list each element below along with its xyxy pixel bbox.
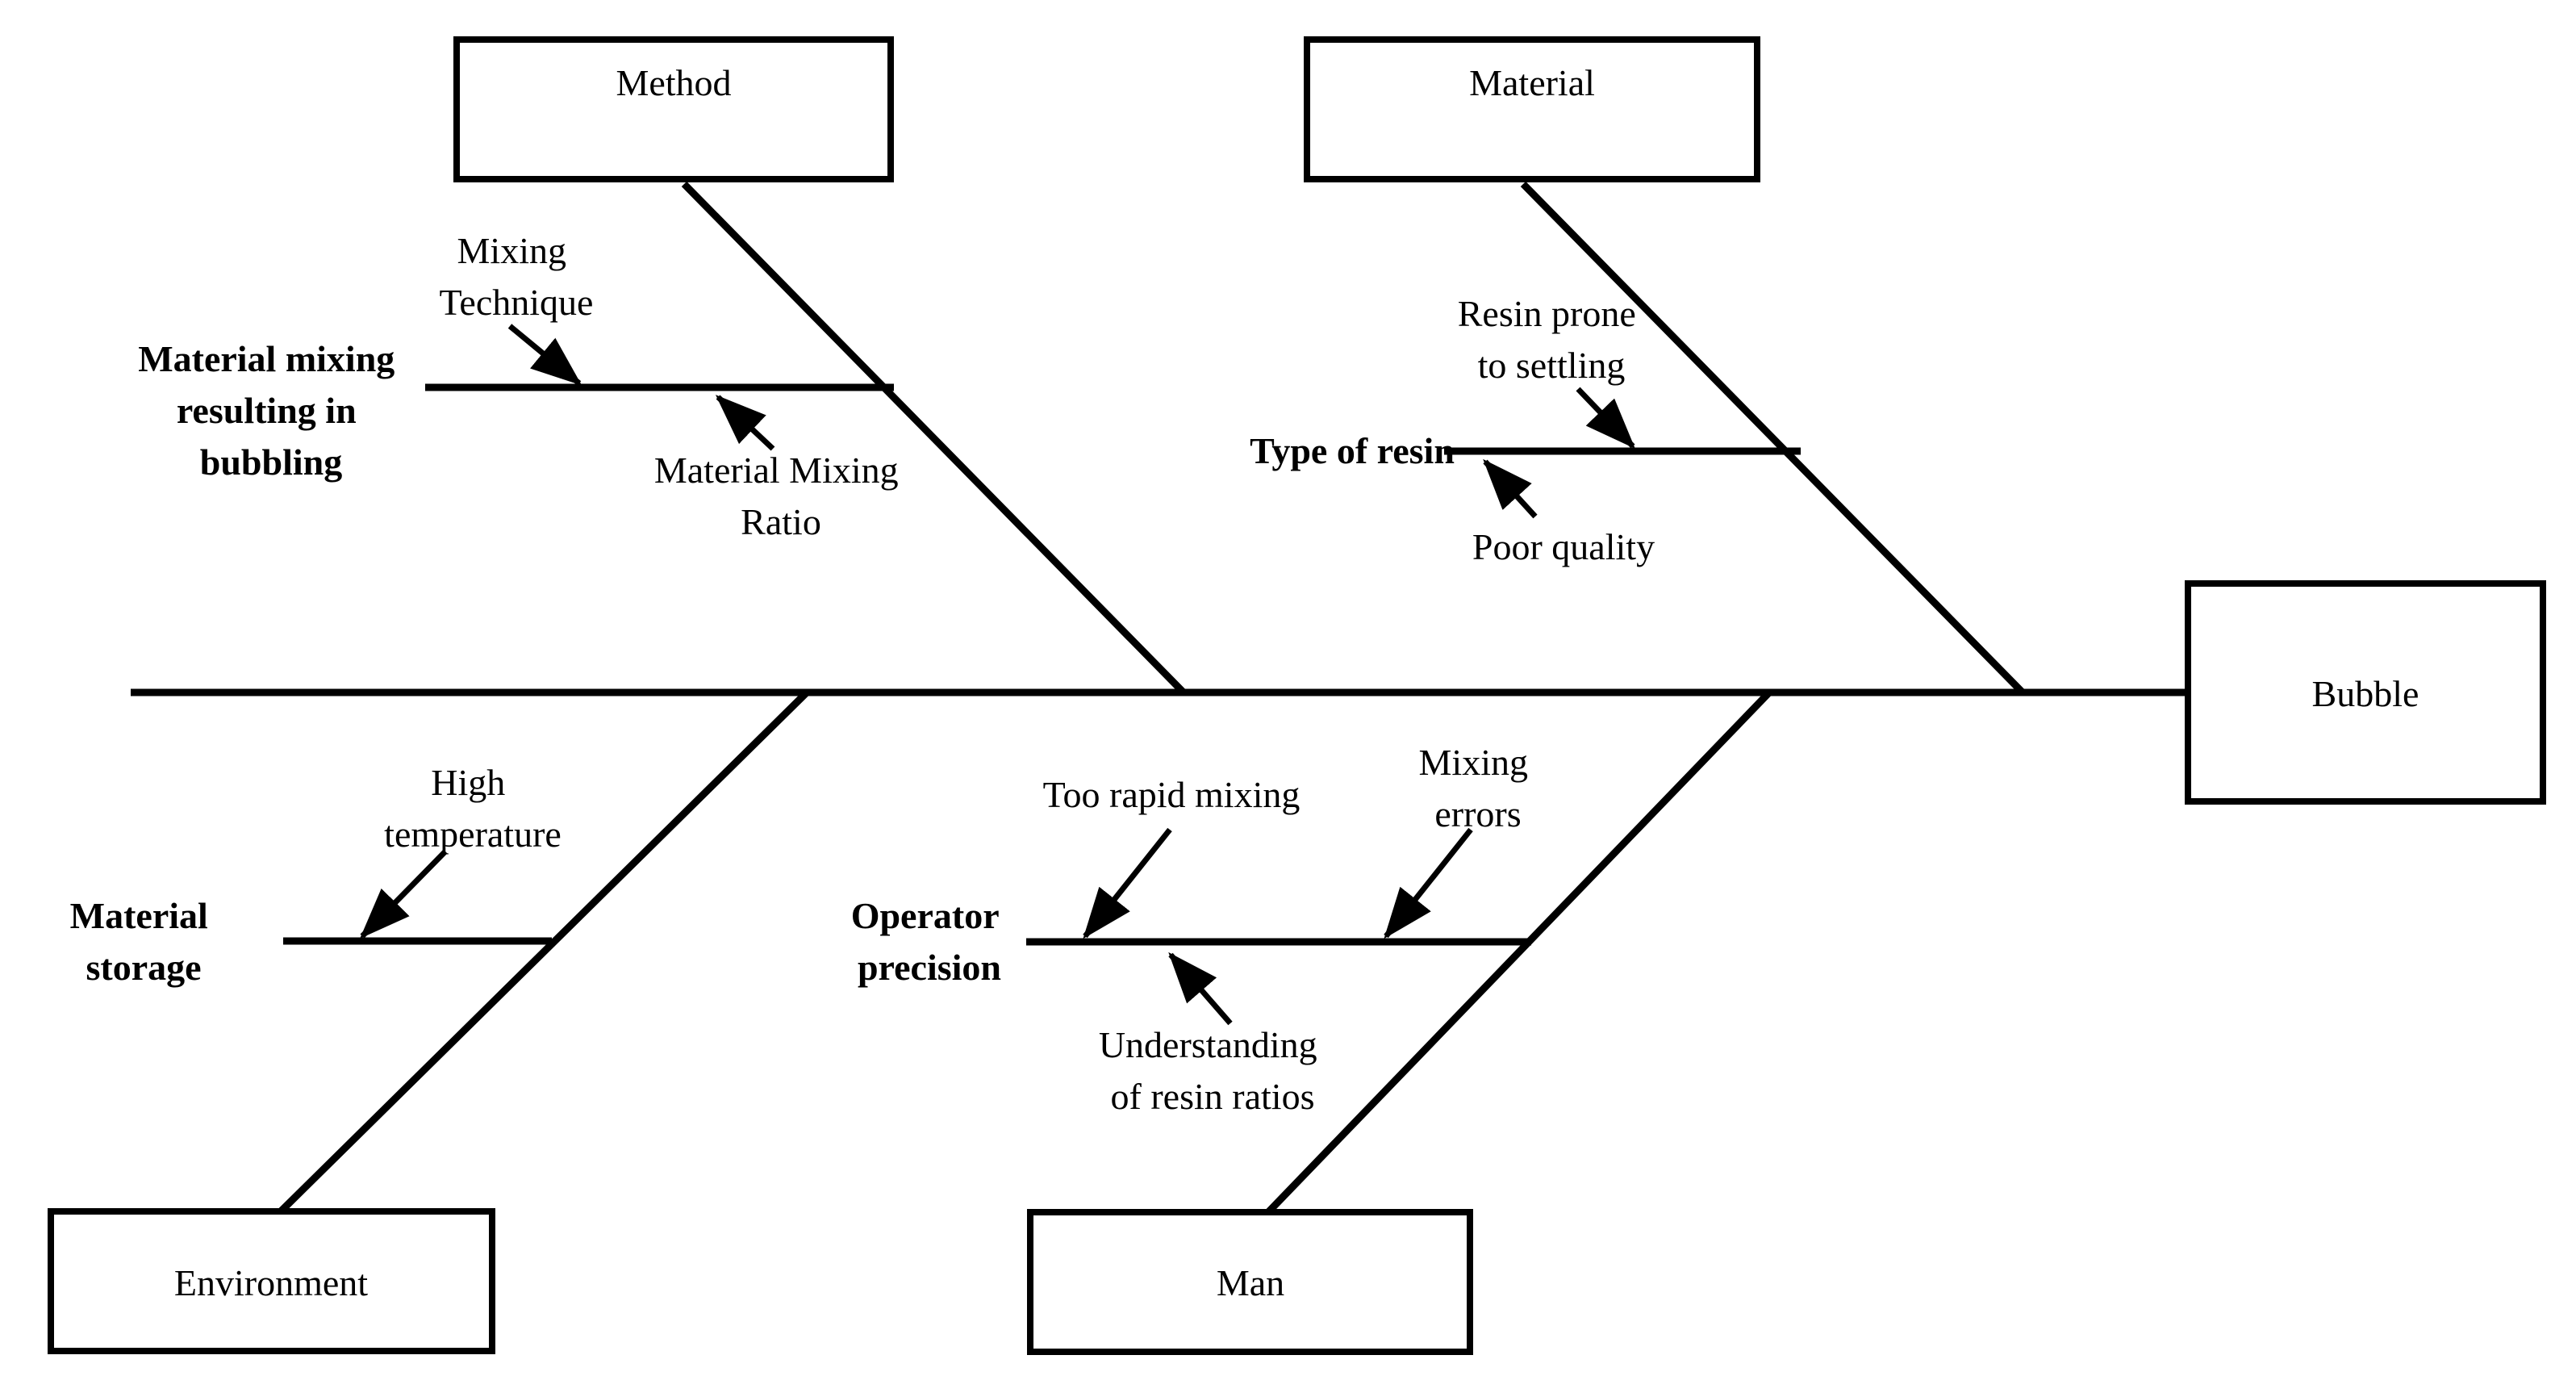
- cause-label-mixing-errors: Mixing errors: [1419, 742, 1538, 834]
- category-box-environment-label: Environment: [174, 1262, 368, 1303]
- category-box-material[interactable]: [1304, 36, 1760, 182]
- cause-label-mixing-errors-line1: Mixing: [1419, 742, 1528, 783]
- rib-line-material: [1520, 181, 2026, 696]
- category-box-man[interactable]: [1027, 1209, 1473, 1355]
- cause-label-material-mixing-ratio: Material Mixing Ratio: [654, 450, 908, 542]
- effect-box-bubble[interactable]: [2185, 580, 2546, 805]
- cause-label-material-mixing-ratio-line1: Material Mixing: [654, 450, 899, 491]
- category-box-method-label: Method: [616, 62, 731, 103]
- cause-label-high-temperature-line1: High: [431, 762, 505, 803]
- spine-label-man: Operator precision: [851, 895, 1008, 988]
- cause-label-mixing-technique-line1: Mixing: [457, 230, 566, 271]
- cause-label-resin-prone-settling: Resin prone to settling: [1458, 293, 1646, 386]
- cause-label-mixing-errors-line2: errors: [1434, 793, 1521, 834]
- category-box-man-label: Man: [1217, 1262, 1284, 1303]
- spine-label-man-line1: Operator: [851, 895, 1000, 936]
- cause-label-poor-quality-line1: Poor quality: [1472, 526, 1655, 567]
- cause-label-understanding-resin-ratios-line1: Understanding: [1099, 1024, 1317, 1065]
- spine-label-method-line2: resulting in: [177, 390, 357, 431]
- category-box-material-label: Material: [1469, 62, 1595, 103]
- spine-label-environment-line1: Material: [70, 895, 208, 936]
- category-box-environment[interactable]: [48, 1208, 495, 1354]
- cause-label-understanding-resin-ratios: Understanding of resin ratios: [1099, 1024, 1326, 1117]
- cause-label-high-temperature-line2: temperature: [384, 814, 562, 855]
- spine-label-environment: Material storage: [70, 895, 218, 988]
- spine-label-method-line3: bubbling: [200, 441, 342, 483]
- cause-arrow-resin-prone-settling: [1576, 387, 1635, 450]
- cause-label-mixing-technique-line2: Technique: [440, 282, 594, 323]
- cause-label-material-mixing-ratio-line2: Ratio: [741, 501, 821, 542]
- spine-label-man-line2: precision: [858, 947, 1001, 988]
- cause-arrow-too-rapid-mixing: [1083, 827, 1172, 939]
- cause-arrow-high-temperature: [360, 849, 448, 939]
- rib-line-man: [1265, 689, 1772, 1215]
- cause-label-too-rapid-mixing: Too rapid mixing: [1043, 774, 1301, 815]
- cause-label-high-temperature: High temperature: [384, 762, 562, 855]
- cause-label-resin-prone-settling-line2: to settling: [1478, 345, 1626, 386]
- spine-label-environment-line2: storage: [86, 947, 201, 988]
- cause-arrow-understanding-resin-ratios: [1168, 952, 1233, 1026]
- cause-arrow-poor-quality: [1483, 458, 1538, 519]
- cause-label-poor-quality: Poor quality: [1472, 526, 1655, 567]
- rib-line-environment: [278, 689, 810, 1215]
- spine-label-material-line1: Type of resin: [1250, 430, 1455, 471]
- cause-arrow-mixing-errors: [1384, 827, 1473, 939]
- cause-arrow-material-mixing-ratio: [715, 395, 775, 451]
- spine-label-material: Type of resin: [1250, 430, 1455, 471]
- effect-box-bubble-label: Bubble: [2312, 673, 2419, 714]
- spine-label-method-line1: Material mixing: [138, 338, 395, 379]
- cause-label-mixing-technique: Mixing Technique: [440, 230, 594, 323]
- rib-line-method: [681, 181, 1187, 696]
- category-box-method[interactable]: [453, 36, 894, 182]
- spine-label-method: Material mixing resulting in bubbling: [138, 338, 404, 483]
- cause-arrow-mixing-technique: [507, 324, 582, 386]
- cause-label-understanding-resin-ratios-line2: of resin ratios: [1111, 1076, 1315, 1117]
- cause-label-too-rapid-mixing-line1: Too rapid mixing: [1043, 774, 1301, 815]
- cause-label-resin-prone-settling-line1: Resin prone: [1458, 293, 1636, 334]
